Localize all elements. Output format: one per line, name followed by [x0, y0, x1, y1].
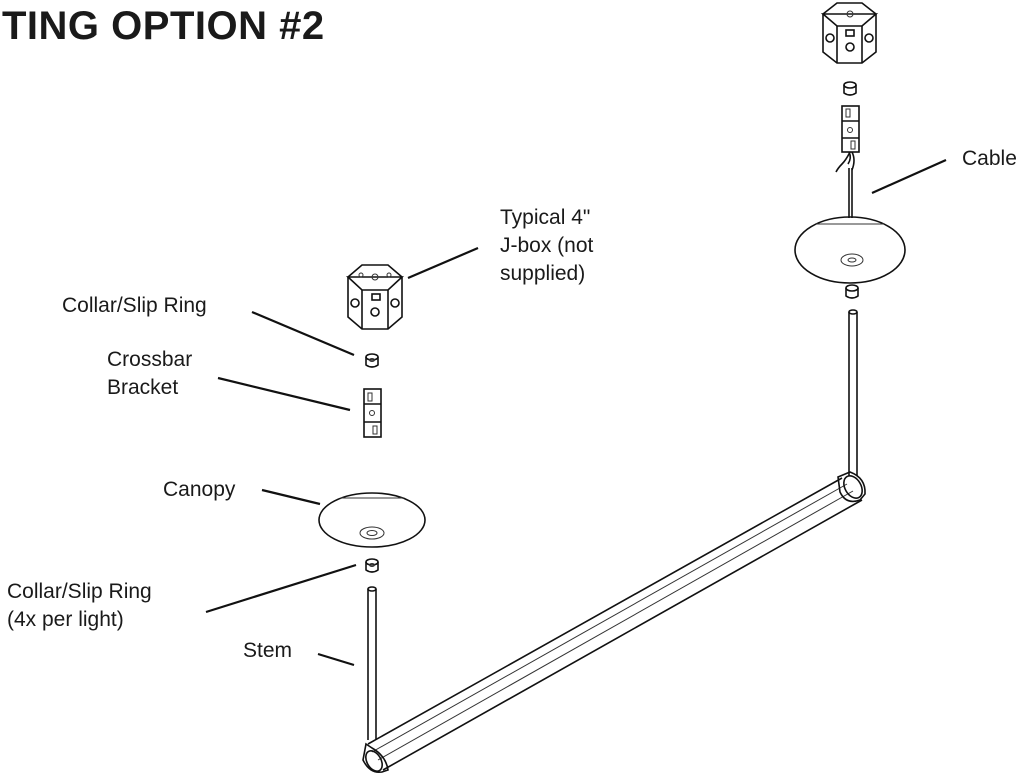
right-collar-bottom-icon: [845, 284, 859, 299]
cable-label: Cable: [962, 147, 1017, 170]
right-crossbar-bracket-icon: [841, 105, 860, 153]
collar-slip-ring-top-label: Collar/Slip Ring: [62, 294, 207, 317]
leader-lines: [205, 158, 947, 667]
crossbar-bracket-label: Crossbar Bracket: [107, 348, 193, 399]
left-junction-box-icon: [345, 264, 405, 330]
cable-icon: [848, 168, 853, 218]
jbox-leader-line: [407, 246, 479, 280]
right-stem-icon: [848, 309, 858, 476]
light-bar-icon: [362, 471, 866, 774]
collar-bottom-leader-line: [205, 563, 357, 614]
right-collar-top-icon: [843, 81, 857, 96]
collar-slip-ring-bottom-label: Collar/Slip Ring (4x per light): [7, 580, 152, 631]
page-title: TING OPTION #2: [2, 4, 325, 48]
cable-leader-line: [871, 158, 947, 195]
collar-top-leader-line: [251, 310, 355, 357]
crossbar-leader-line: [217, 376, 351, 412]
jbox-label: Typical 4" J-box (not supplied): [500, 206, 594, 285]
right-junction-box-icon: [820, 2, 879, 64]
right-canopy-icon: [794, 216, 906, 284]
stem-label: Stem: [243, 639, 293, 662]
left-collar-bottom-icon: [365, 558, 379, 573]
canopy-label: Canopy: [163, 478, 236, 501]
left-canopy-icon: [318, 492, 426, 548]
left-stem-icon: [367, 586, 377, 740]
stem-leader-line: [317, 652, 355, 667]
canopy-leader-line: [261, 488, 321, 506]
left-collar-top-icon: [365, 353, 379, 368]
left-crossbar-bracket-icon: [363, 388, 382, 438]
